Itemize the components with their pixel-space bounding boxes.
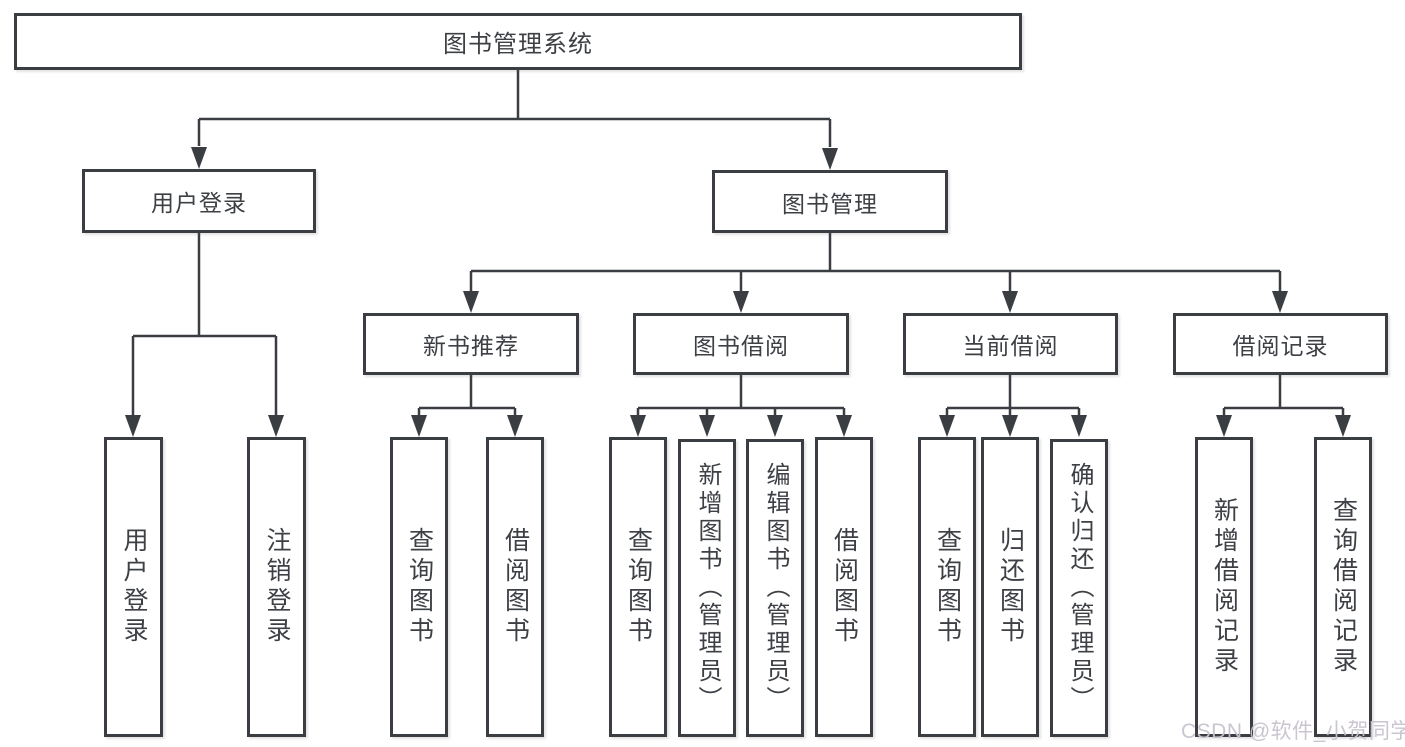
leaf-return-book-label: 归还图书 — [996, 527, 1025, 647]
leaf-edit-book-admin: 编辑图书（管理员） — [746, 439, 804, 737]
node-borrow-record-label: 借阅记录 — [1232, 333, 1329, 359]
leaf-logout-label: 注销登录 — [263, 527, 291, 647]
leaf-borrow-borrow-book-label: 借阅图书 — [830, 527, 859, 647]
node-current-borrow-label: 当前借阅 — [962, 333, 1059, 359]
node-new-book-recommend: 新书推荐 — [363, 313, 579, 375]
node-current-borrow: 当前借阅 — [903, 313, 1118, 375]
leaf-return-book: 归还图书 — [981, 437, 1039, 737]
node-user-login-label: 用户登录 — [151, 190, 247, 216]
leaf-recommend-query-book: 查询图书 — [390, 437, 448, 737]
leaf-edit-book-admin-label: 编辑图书（管理员） — [762, 462, 789, 714]
leaf-recommend-query-book-label: 查询图书 — [405, 527, 434, 647]
leaf-user-login-label: 用户登录 — [120, 527, 148, 647]
leaf-add-book-admin-label: 新增图书（管理员） — [694, 462, 721, 714]
leaf-confirm-return-admin: 确认归还（管理员） — [1050, 439, 1108, 737]
leaf-add-book-admin: 新增图书（管理员） — [678, 439, 736, 737]
leaf-borrow-borrow-book: 借阅图书 — [815, 437, 873, 737]
node-root-label: 图书管理系统 — [443, 31, 593, 58]
leaf-current-query-book: 查询图书 — [918, 437, 976, 737]
leaf-current-query-book-label: 查询图书 — [933, 527, 962, 647]
leaf-user-login: 用户登录 — [104, 437, 163, 737]
csdn-watermark: CSDN @软件_小贺同学 — [1181, 720, 1405, 743]
leaf-recommend-borrow-book-label: 借阅图书 — [501, 527, 530, 647]
node-new-book-recommend-label: 新书推荐 — [423, 333, 519, 359]
leaf-query-borrow-record: 查询借阅记录 — [1314, 437, 1372, 737]
node-borrow-record: 借阅记录 — [1173, 313, 1388, 375]
node-root-system: 图书管理系统 — [14, 13, 1022, 70]
leaf-borrow-query-book-label: 查询图书 — [624, 527, 653, 647]
node-book-borrow-label: 图书借阅 — [693, 333, 789, 359]
leaf-add-borrow-record: 新增借阅记录 — [1195, 437, 1253, 737]
leaf-logout: 注销登录 — [247, 437, 306, 737]
leaf-query-borrow-record-label: 查询借阅记录 — [1329, 497, 1358, 677]
node-book-management-label: 图书管理 — [782, 190, 878, 217]
leaf-recommend-borrow-book: 借阅图书 — [486, 437, 544, 737]
node-book-borrow: 图书借阅 — [633, 313, 849, 375]
leaf-confirm-return-admin-label: 确认归还（管理员） — [1066, 462, 1093, 714]
node-book-management: 图书管理 — [712, 170, 948, 233]
leaf-add-borrow-record-label: 新增借阅记录 — [1210, 497, 1239, 677]
leaf-borrow-query-book: 查询图书 — [609, 437, 667, 737]
node-user-login: 用户登录 — [82, 169, 316, 233]
